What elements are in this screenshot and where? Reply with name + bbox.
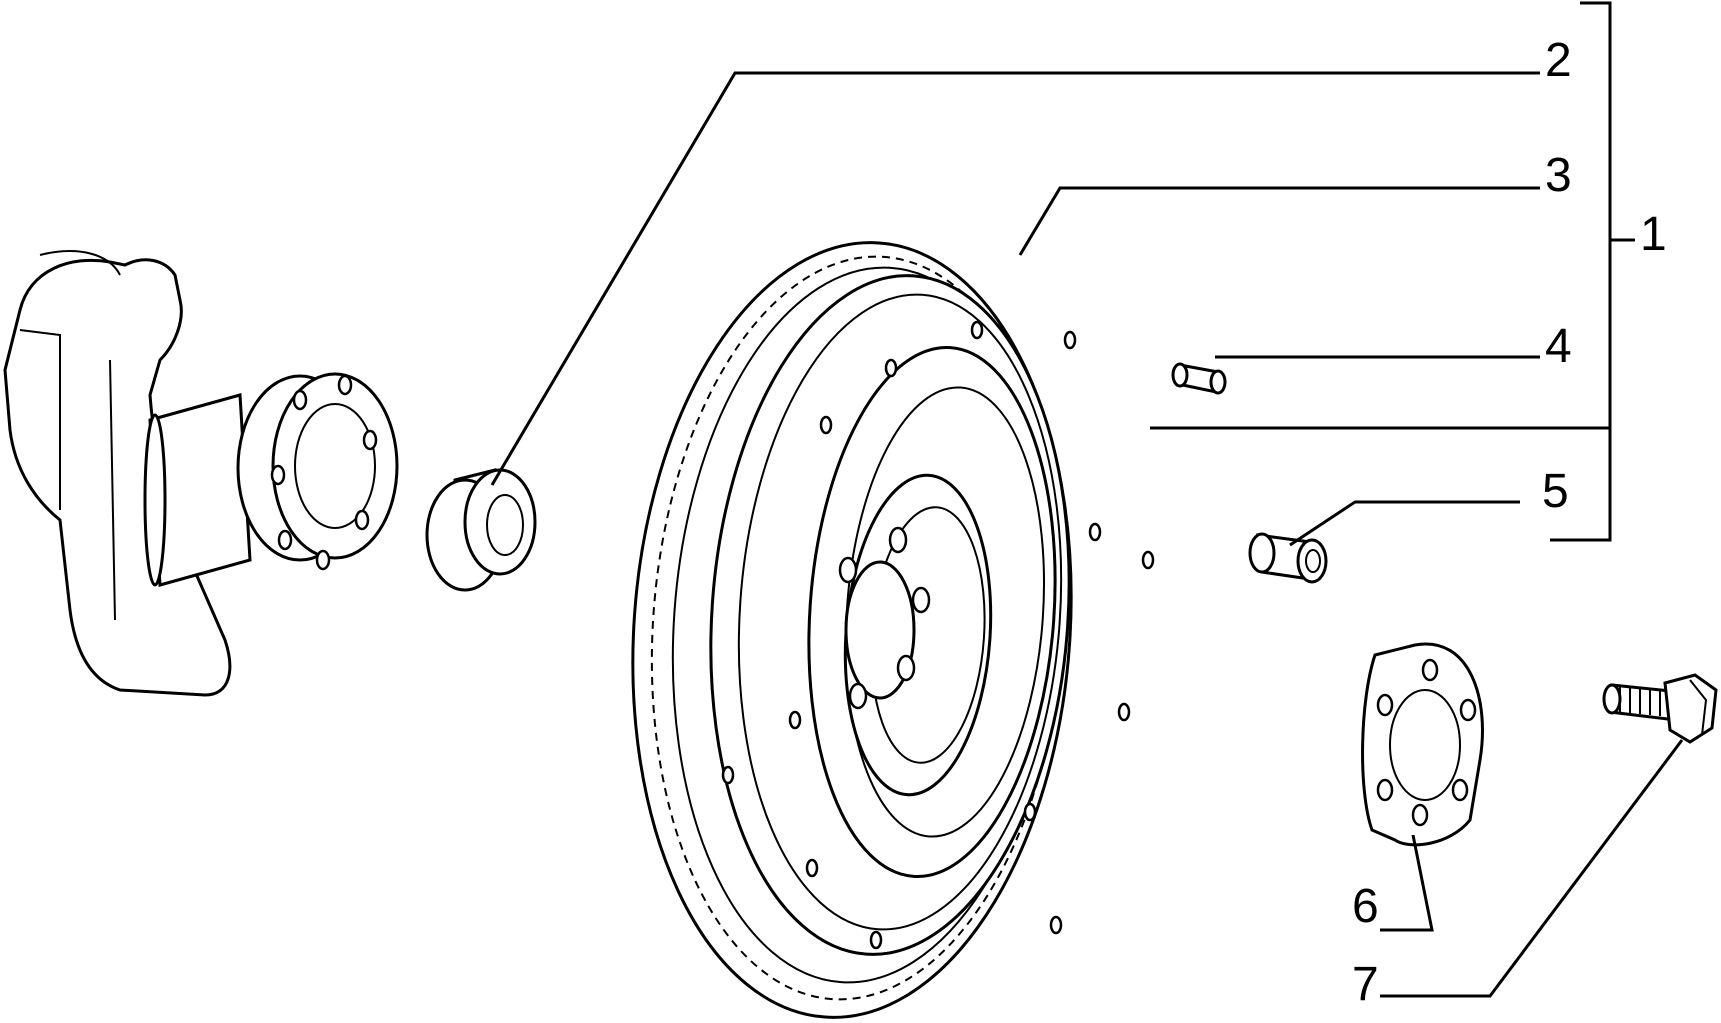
leader-7 [1380,739,1684,998]
callout-labels: 1 2 3 4 5 6 7 [1352,34,1667,1011]
callout-label-1: 1 [1640,208,1667,261]
pilot-bushing-part[interactable] [425,468,537,592]
reinforcement-plate-part[interactable] [1361,642,1484,847]
dowel-pin-part[interactable] [1171,362,1227,395]
callout-label-2: 2 [1545,34,1572,87]
crankshaft-part[interactable] [3,250,399,697]
leader-3 [1018,186,1540,256]
callout-label-3: 3 [1545,149,1572,202]
callout-label-4: 4 [1545,320,1572,373]
callout-label-5: 5 [1542,465,1569,518]
leader-2 [490,71,1540,486]
callout-label-7: 7 [1352,958,1379,1011]
flywheel-part[interactable] [607,228,1155,1023]
leader-bracket-1 [1550,1,1612,542]
bushing-part[interactable] [1248,532,1328,584]
leader-6 [1380,834,1434,932]
leader-lines [490,1,1684,998]
callout-label-6: 6 [1352,880,1379,933]
leader-5 [1289,500,1520,547]
flywheel-bolt-part[interactable] [1602,673,1718,744]
